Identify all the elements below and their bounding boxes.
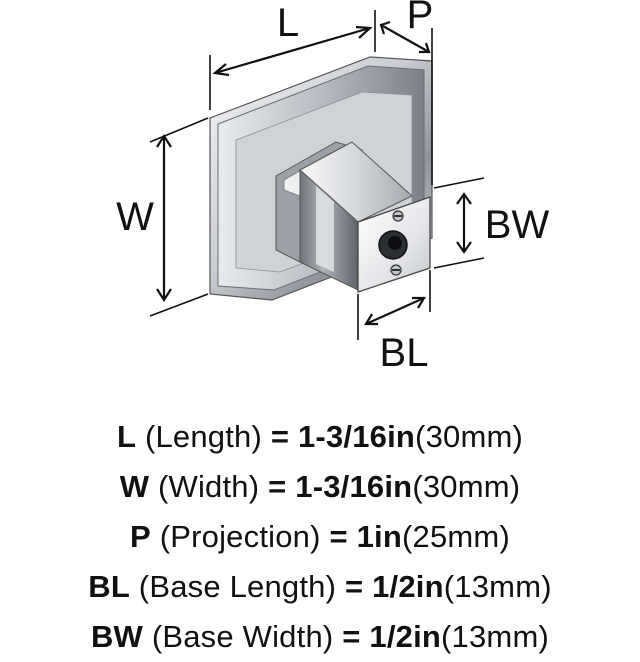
label-p: P xyxy=(407,0,434,37)
dimension-specs: L (Length) = 1-3/16in(30mm) W (Width) = … xyxy=(0,412,640,662)
product-dimension-diagram: L P W BW BL xyxy=(116,0,550,375)
label-bw: BW xyxy=(485,203,550,247)
spec-abbr: W xyxy=(119,469,150,504)
label-w: W xyxy=(116,195,154,239)
dimension-projection: P xyxy=(379,0,434,185)
spec-imperial: 1/2in xyxy=(372,569,444,604)
screw-hole-inner xyxy=(388,236,402,250)
spec-equals: = xyxy=(342,619,361,654)
spec-metric: (30mm) xyxy=(415,419,524,454)
dimension-width: W xyxy=(116,117,209,317)
spec-equals: = xyxy=(329,519,348,554)
spec-equals: = xyxy=(268,469,287,504)
spec-imperial: 1in xyxy=(356,519,402,554)
spec-row-length: L (Length) = 1-3/16in(30mm) xyxy=(0,412,640,462)
post-highlight xyxy=(316,186,334,272)
spec-abbr: L xyxy=(116,419,137,454)
spec-name: (Base Width) xyxy=(151,619,334,654)
spec-metric: (13mm) xyxy=(443,569,552,604)
knob-illustration xyxy=(209,56,433,301)
spec-abbr: BL xyxy=(88,569,130,604)
spec-abbr: P xyxy=(130,519,151,554)
spec-metric: (25mm) xyxy=(402,519,510,554)
spec-name: (Projection) xyxy=(159,519,321,554)
spec-imperial: 1-3/16in xyxy=(295,469,413,504)
spec-metric: (30mm) xyxy=(412,469,521,504)
spec-equals: = xyxy=(270,419,290,454)
dimension-base-length: BL xyxy=(357,270,431,375)
dimension-base-width: BW xyxy=(433,177,550,269)
spec-name: (Length) xyxy=(144,419,263,454)
spec-equals: = xyxy=(344,569,364,604)
spec-row-base-width: BW (Base Width) = 1/2in(13mm) xyxy=(0,612,640,662)
spec-row-base-length: BL (Base Length) = 1/2in(13mm) xyxy=(0,562,640,612)
label-bl: BL xyxy=(380,331,429,375)
spec-row-projection: P (Projection) = 1in(25mm) xyxy=(0,512,640,562)
spec-name: (Base Length) xyxy=(138,569,337,604)
spec-metric: (13mm) xyxy=(441,619,550,654)
spec-row-width: W (Width) = 1-3/16in(30mm) xyxy=(0,462,640,512)
spec-abbr: BW xyxy=(90,619,144,654)
spec-name: (Width) xyxy=(157,469,260,504)
label-l: L xyxy=(277,1,299,45)
dimension-length: L xyxy=(209,1,376,110)
spec-imperial: 1/2in xyxy=(369,619,442,654)
spec-imperial: 1-3/16in xyxy=(297,419,416,454)
